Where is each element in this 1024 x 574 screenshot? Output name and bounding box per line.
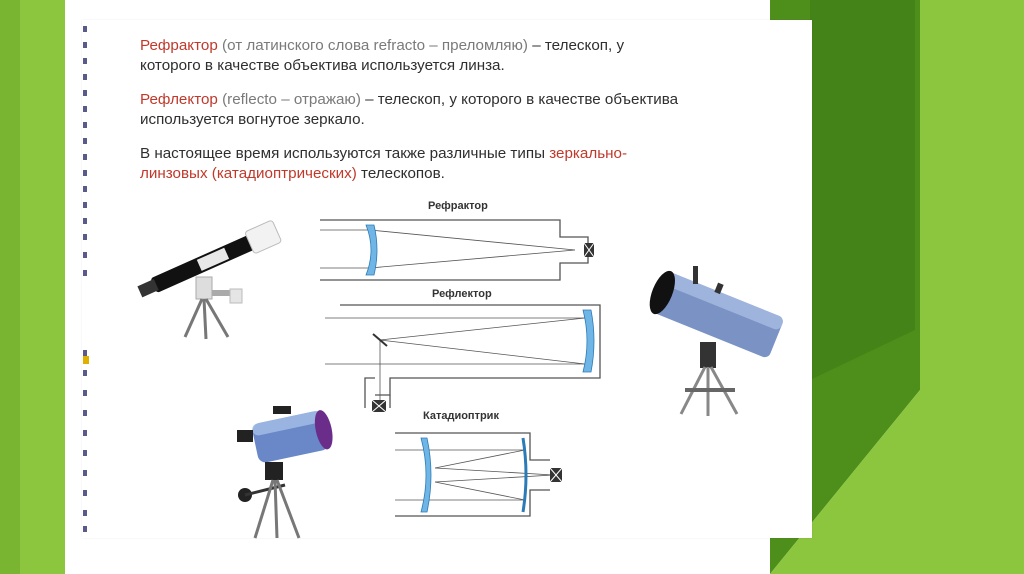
refractor-definition: Рефрактор (от латинского слова refracto … [140, 36, 624, 76]
cropped-text-margin [83, 26, 89, 532]
reflector-line1-rest: – телескоп, у которого в качестве объект… [365, 91, 679, 108]
reflector-term: Рефлектор [140, 91, 218, 108]
reflector-diagram [325, 304, 601, 413]
refractor-line2: которого в качестве объектива использует… [140, 57, 505, 74]
reflector-definition: Рефлектор (reflecto – отражаю) – телеско… [140, 90, 678, 130]
catadioptric-line1-start: В настоящее время используются также раз… [140, 145, 545, 162]
refractor-etymology: (от латинского слова refracto – преломля… [222, 37, 528, 54]
refractor-line1-rest: – телескоп, у [532, 37, 625, 54]
catadioptric-telescope-photo [237, 406, 333, 539]
catadioptric-definition: В настоящее время используются также раз… [140, 144, 627, 184]
reflector-line2: используется вогнутое зеркало. [140, 111, 365, 128]
catadioptric-diagram-label: Катадиоптрик [423, 410, 499, 422]
refractor-term: Рефрактор [140, 37, 218, 54]
reflector-etymology: (reflecto – отражаю) [222, 91, 361, 108]
catadioptric-term-part1: зеркально- [549, 145, 628, 162]
catadioptric-term-part2: линзовых (катадиоптрических) [140, 165, 357, 182]
refractor-diagram [320, 219, 595, 281]
reflector-diagram-label: Рефлектор [432, 288, 492, 300]
refractor-telescope-photo [137, 220, 282, 340]
catadioptric-diagram [395, 432, 563, 517]
newtonian-telescope-photo [649, 266, 783, 416]
catadioptric-line2-end: телескопов. [361, 165, 445, 182]
refractor-diagram-label: Рефрактор [428, 200, 488, 212]
left-green-strip [0, 0, 20, 574]
